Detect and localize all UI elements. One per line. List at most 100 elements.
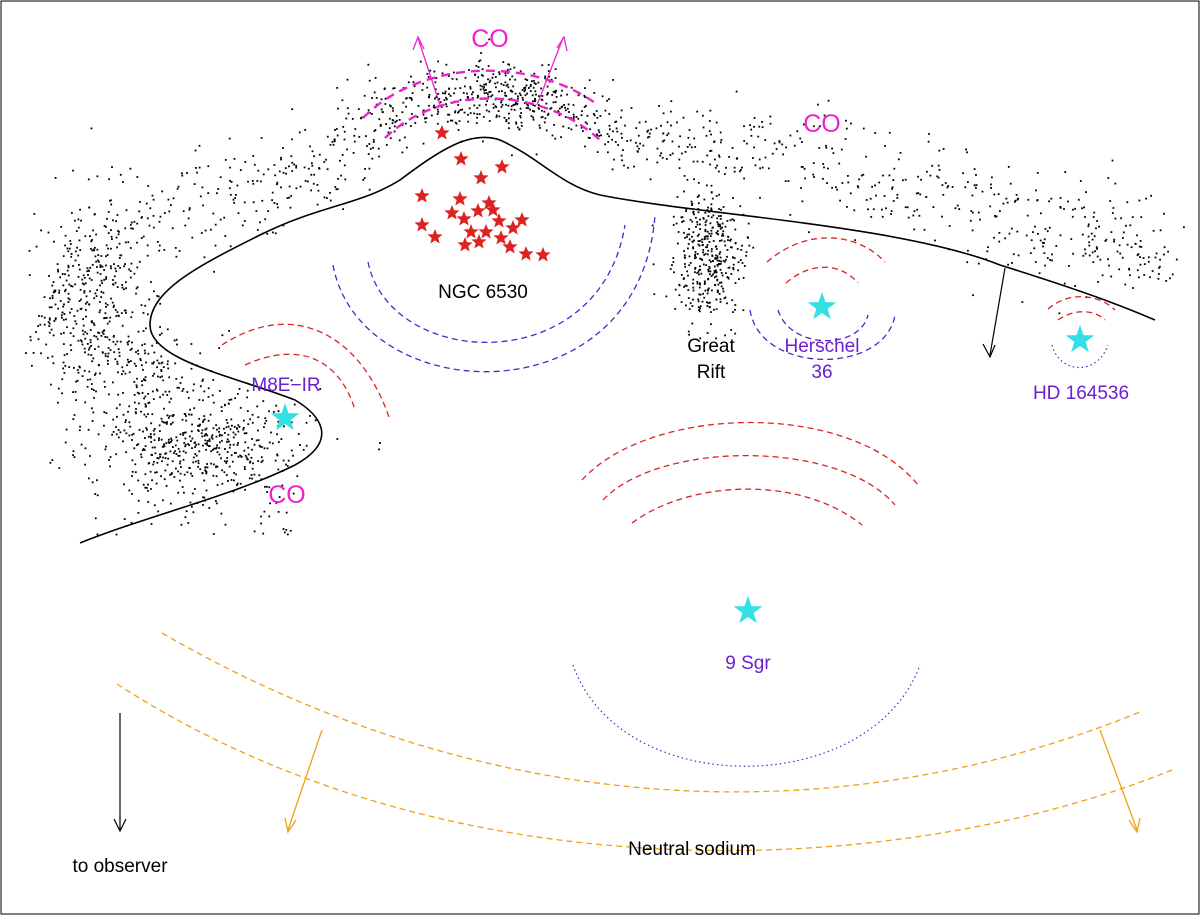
cloud-point (158, 244, 161, 247)
cloud-point (88, 348, 90, 351)
cloud-point (75, 322, 78, 325)
cloud-point (1136, 269, 1139, 272)
cloud-point (129, 167, 132, 170)
cloud-point (684, 263, 686, 265)
cloud-point (148, 462, 151, 464)
cloud-point (1124, 283, 1127, 286)
cloud-point (179, 460, 182, 463)
cloud-point (103, 411, 106, 414)
cloud-point (243, 466, 246, 468)
cloud-point (839, 199, 841, 202)
cloud-point (201, 435, 204, 438)
cloud-point (523, 87, 526, 89)
cloud-point (107, 247, 109, 250)
cloud-point (711, 289, 713, 292)
cloud-point (37, 338, 40, 341)
cloud-point (1101, 274, 1104, 277)
cloud-point (99, 264, 102, 267)
cloud-point (133, 401, 136, 404)
cloud-point (686, 178, 689, 181)
cloud-point (144, 376, 147, 378)
cloud-point (554, 137, 557, 140)
cloud-point (706, 184, 708, 187)
cloud-point (506, 68, 509, 71)
cloud-point (688, 233, 691, 236)
cloud-point (105, 244, 108, 247)
cloud-point (445, 105, 448, 108)
cloud-point (395, 119, 398, 122)
cloud-point (583, 106, 586, 108)
cloud-point (243, 432, 246, 435)
cloud-point (477, 95, 480, 98)
cloud-point (233, 479, 235, 482)
cloud-point (117, 371, 119, 374)
cloud-point (163, 445, 166, 447)
cloud-point (276, 206, 279, 209)
cloud-point (96, 479, 98, 482)
cloud-point (1071, 215, 1074, 218)
cloud-point (458, 110, 460, 113)
cloud-point (874, 132, 877, 134)
cloud-point (119, 340, 122, 343)
cloud-point (708, 120, 711, 122)
cloud-point (113, 351, 116, 353)
cloud-point (492, 106, 495, 109)
cloud-point (67, 274, 70, 277)
cloud-point (101, 331, 104, 334)
cloud-point (926, 170, 928, 173)
cloud-point (363, 94, 366, 97)
cloud-point (417, 105, 420, 107)
cloud-point (151, 194, 154, 197)
arrow-icon (1128, 817, 1141, 834)
cloud-point (304, 180, 307, 182)
cloud-point (133, 272, 136, 275)
cloud-point (655, 127, 658, 130)
cloud-point (205, 471, 208, 473)
cloud-point (373, 130, 376, 132)
cloud-point (139, 201, 141, 203)
cloud-point (109, 349, 112, 351)
cloud-point (492, 73, 495, 76)
cloud-point (1137, 253, 1140, 255)
cloud-point (742, 309, 745, 312)
ionization-front-curve (79, 136, 1156, 544)
cloud-point (594, 122, 596, 124)
cloud-point (83, 290, 86, 292)
cloud-point (557, 110, 559, 112)
cloud-point (147, 435, 150, 438)
cloud-point (1116, 250, 1119, 253)
cloud-point (706, 209, 709, 211)
cloud-point (116, 311, 119, 313)
cloud-point (488, 120, 491, 122)
cloud-point (108, 338, 111, 341)
cloud-point (95, 335, 98, 338)
cloud-point (69, 344, 72, 346)
cloud-point (289, 206, 292, 209)
cloud-point (685, 304, 687, 307)
cloud-point (692, 247, 695, 250)
cloud-point (174, 450, 176, 453)
cloud-point (212, 212, 215, 215)
cloud-point (51, 297, 54, 299)
cloud-point (193, 407, 196, 410)
cloud-point (563, 104, 565, 106)
cloud-point (607, 151, 609, 154)
cloud-point (277, 420, 280, 423)
cloud-point (167, 441, 170, 443)
cloud-point (181, 174, 184, 177)
cloud-point (67, 266, 70, 269)
cloud-point (445, 96, 447, 99)
cloud-point (428, 104, 430, 107)
cloud-point (163, 443, 165, 446)
cloud-point (769, 115, 772, 118)
cloud-point (216, 451, 219, 453)
cloud-point (290, 155, 293, 158)
cloud-point (1183, 226, 1185, 229)
cloud-point (711, 254, 714, 257)
cloud-point (390, 105, 392, 108)
cloud-point (333, 140, 336, 143)
cloud-point (106, 322, 109, 325)
cloud-point (157, 457, 160, 460)
cloud-point (29, 339, 32, 342)
cloud-point (434, 97, 436, 100)
